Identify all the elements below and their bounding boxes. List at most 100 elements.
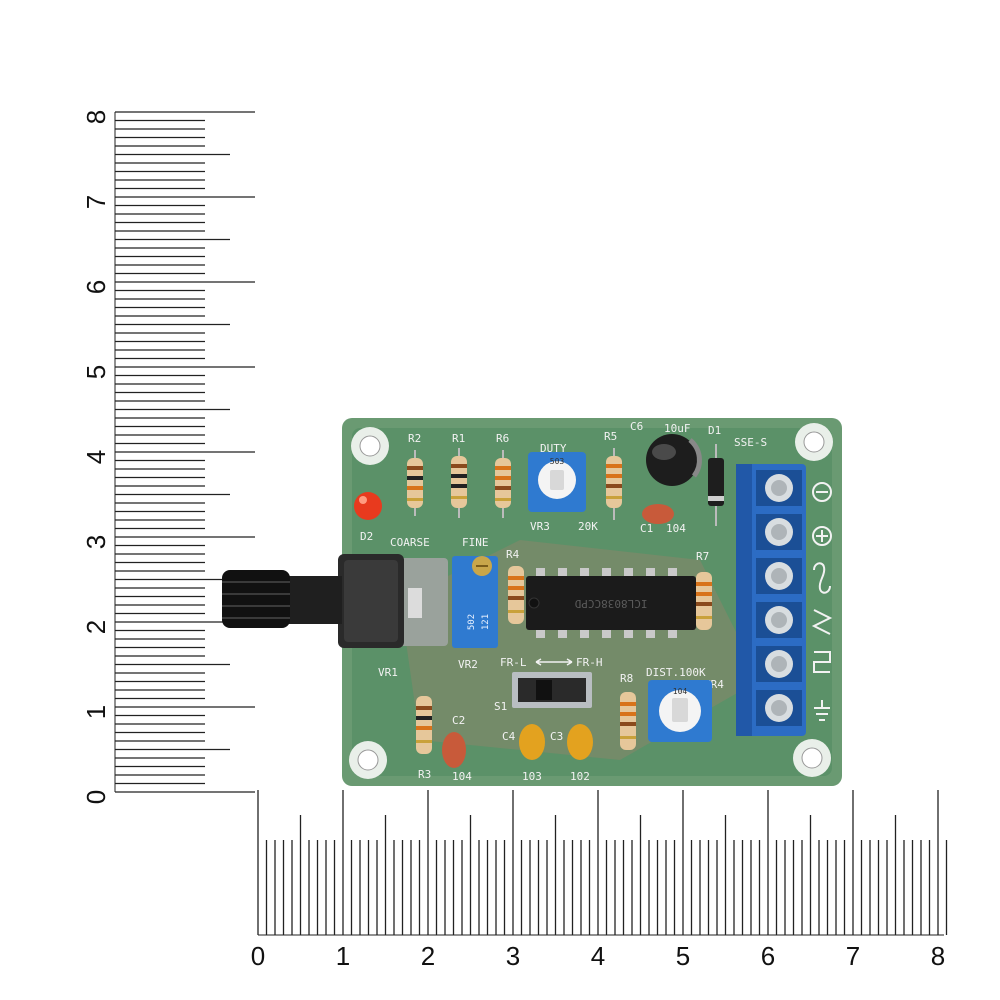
vruler-num-5: 5 (81, 365, 111, 379)
ic-pin (668, 568, 677, 578)
label-c2-value: 104 (452, 770, 472, 783)
hruler-num-5: 5 (676, 941, 690, 971)
ic-pin (602, 568, 611, 578)
electrolytic-capacitor-c6 (646, 434, 702, 486)
resistor-r4 (508, 566, 524, 624)
terminal-screw-head (771, 700, 787, 716)
vruler-num-2: 2 (81, 620, 111, 634)
ic-pin (668, 628, 677, 638)
label-dist: DIST.100K (646, 666, 706, 679)
ic-chip-marking: ICL8038CCPD (575, 597, 648, 610)
vertical-ruler-ticks (115, 111, 255, 793)
sine-wave-icon (813, 562, 831, 594)
label-duty: DUTY (540, 442, 567, 455)
fr-arrow-icon (535, 658, 573, 666)
terminal-screw-head (771, 480, 787, 496)
label-vr3-value: 20K (578, 520, 598, 533)
mounting-hole-bl (349, 741, 387, 779)
label-r5: R5 (604, 430, 617, 443)
label-d2: D2 (360, 530, 373, 543)
label-c3: C3 (550, 730, 563, 743)
hruler-num-0: 0 (251, 941, 265, 971)
ic-pin (536, 568, 545, 578)
diode-d1 (708, 444, 724, 526)
vruler-num-0: 0 (81, 790, 111, 804)
potentiometer-knob (222, 570, 342, 628)
resistor-r1 (451, 448, 467, 518)
label-c4-value: 103 (522, 770, 542, 783)
label-c6-value: 10uF (664, 422, 691, 435)
ic-chip-pins (536, 568, 677, 638)
ic-chip: ICL8038CCPD (526, 568, 696, 638)
label-r2: R2 (408, 432, 421, 445)
pcb-board: R2 R1 R6 DUTY R5 C6 10uF D1 SSE-S D2 COA… (222, 418, 842, 786)
label-r4: R4 (506, 548, 520, 561)
label-r1: R1 (452, 432, 465, 445)
label-d1: D1 (708, 424, 721, 437)
resistor-r8 (620, 692, 636, 750)
label-r6: R6 (496, 432, 509, 445)
label-c6: C6 (630, 420, 643, 433)
mounting-hole-br (793, 739, 831, 777)
resistor-r7 (696, 572, 712, 630)
trimmer-vr4-code: 104 (673, 687, 688, 696)
mounting-hole-tr (795, 423, 833, 461)
hruler-num-3: 3 (506, 941, 520, 971)
vruler-num-1: 1 (81, 705, 111, 719)
terminal-screws (756, 470, 802, 726)
vruler-num-3: 3 (81, 535, 111, 549)
resistor-r6 (495, 450, 511, 518)
trimmer-vr2: 502 121 (452, 556, 498, 648)
label-c1-value: 104 (666, 522, 686, 535)
trimmer-vr2-code: 502 (467, 614, 477, 630)
label-r7: R7 (696, 550, 709, 563)
hruler-num-2: 2 (421, 941, 435, 971)
mounting-hole-tl (351, 427, 389, 465)
trimmer-vr2-code2: 121 (481, 614, 491, 630)
ic-pin (558, 568, 567, 578)
resistor-r2 (407, 450, 423, 516)
ic-pin (646, 628, 655, 638)
triangle-wave-icon (811, 609, 833, 635)
horizontal-ruler: 0 1 2 3 4 5 6 7 8 (251, 790, 948, 971)
ceramic-capacitor-c1 (642, 504, 674, 524)
vruler-num-7: 7 (81, 195, 111, 209)
ic-pin (624, 568, 633, 578)
slide-switch-s1 (512, 672, 592, 708)
square-wave-icon (813, 651, 831, 673)
led-d2 (354, 492, 382, 520)
terminal-screw-head (771, 524, 787, 540)
resistor-r3 (416, 696, 432, 754)
ic-pin (536, 628, 545, 638)
label-vr3: VR3 (530, 520, 550, 533)
label-c4: C4 (502, 730, 516, 743)
ic-pin (558, 628, 567, 638)
ic-pin (624, 628, 633, 638)
label-c2: C2 (452, 714, 465, 727)
hruler-num-6: 6 (761, 941, 775, 971)
ceramic-capacitor-c2 (442, 732, 466, 768)
horizontal-ruler-ticks (257, 790, 948, 935)
label-fr-l: FR-L (500, 656, 527, 669)
vruler-num-8: 8 (81, 110, 111, 124)
trimmer-vr4: 104 (648, 680, 712, 742)
ground-icon (814, 700, 830, 721)
terminal-screw-head (771, 612, 787, 628)
ceramic-capacitor-c4 (519, 724, 545, 760)
label-vr2: VR2 (458, 658, 478, 671)
terminal-screw-head (771, 568, 787, 584)
label-r3: R3 (418, 768, 431, 781)
trimmer-vr3-code: 503 (550, 457, 565, 466)
vertical-ruler: 0 1 2 3 4 5 6 7 8 (81, 110, 255, 804)
terminal-screw-head (771, 656, 787, 672)
trimmer-vr3: 503 (528, 452, 586, 512)
resistor-r5 (606, 448, 622, 520)
label-fine: FINE (462, 536, 489, 549)
label-c3-value: 102 (570, 770, 590, 783)
ic-pin (580, 628, 589, 638)
hruler-num-8: 8 (931, 941, 945, 971)
vruler-num-4: 4 (81, 450, 111, 464)
ic-pin (646, 568, 655, 578)
minus-icon (812, 482, 832, 502)
